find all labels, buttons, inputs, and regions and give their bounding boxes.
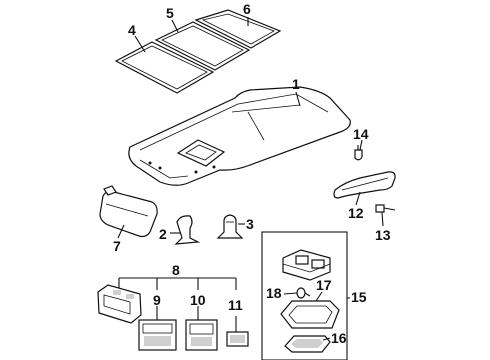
callout-17: 17 bbox=[316, 277, 332, 293]
callout-10: 10 bbox=[190, 292, 206, 308]
callout-5: 5 bbox=[166, 5, 174, 21]
callout-11: 11 bbox=[228, 297, 243, 313]
leader-4 bbox=[134, 35, 146, 53]
bulb-18 bbox=[296, 287, 311, 299]
lens-16 bbox=[284, 335, 331, 353]
lens-9 bbox=[138, 319, 177, 351]
lamp-housing-17 bbox=[280, 300, 340, 329]
screw-13 bbox=[375, 204, 396, 213]
callout-7: 7 bbox=[113, 238, 121, 254]
vanity-mirror bbox=[97, 284, 142, 324]
panel-6 bbox=[194, 9, 282, 49]
callout-18: 18 bbox=[266, 285, 282, 301]
callout-15: 15 bbox=[351, 289, 367, 305]
callout-13: 13 bbox=[375, 227, 391, 243]
callout-6: 6 bbox=[243, 1, 251, 17]
lens-10 bbox=[185, 319, 218, 351]
grab-handle bbox=[333, 171, 396, 199]
callout-14: 14 bbox=[353, 126, 369, 142]
callout-3: 3 bbox=[246, 216, 254, 232]
callout-8: 8 bbox=[172, 262, 180, 278]
leader-14 bbox=[359, 139, 363, 151]
callout-12: 12 bbox=[348, 205, 364, 221]
leader-5 bbox=[171, 19, 179, 33]
visor-holder-3 bbox=[216, 214, 244, 239]
leader-16 bbox=[322, 337, 331, 341]
lens-11 bbox=[226, 331, 249, 347]
leader-7 bbox=[117, 224, 125, 239]
headliner bbox=[128, 86, 351, 186]
clip-14 bbox=[354, 145, 363, 161]
lamp-group-box bbox=[261, 231, 348, 360]
panel-4 bbox=[114, 41, 215, 94]
sun-visor bbox=[99, 185, 158, 238]
leader-1 bbox=[295, 91, 301, 107]
dome-lamp-base bbox=[282, 249, 331, 281]
leader-12 bbox=[355, 191, 361, 206]
leader-17 bbox=[315, 291, 323, 302]
leader-18 bbox=[283, 292, 298, 295]
leader-13 bbox=[381, 211, 384, 227]
callout-2: 2 bbox=[159, 226, 167, 242]
callout-9: 9 bbox=[153, 292, 161, 308]
callout-16: 16 bbox=[331, 330, 347, 346]
visor-holder-2 bbox=[174, 215, 201, 245]
panel-5 bbox=[154, 21, 251, 71]
callout-1: 1 bbox=[292, 76, 300, 92]
callout-4: 4 bbox=[128, 22, 136, 38]
